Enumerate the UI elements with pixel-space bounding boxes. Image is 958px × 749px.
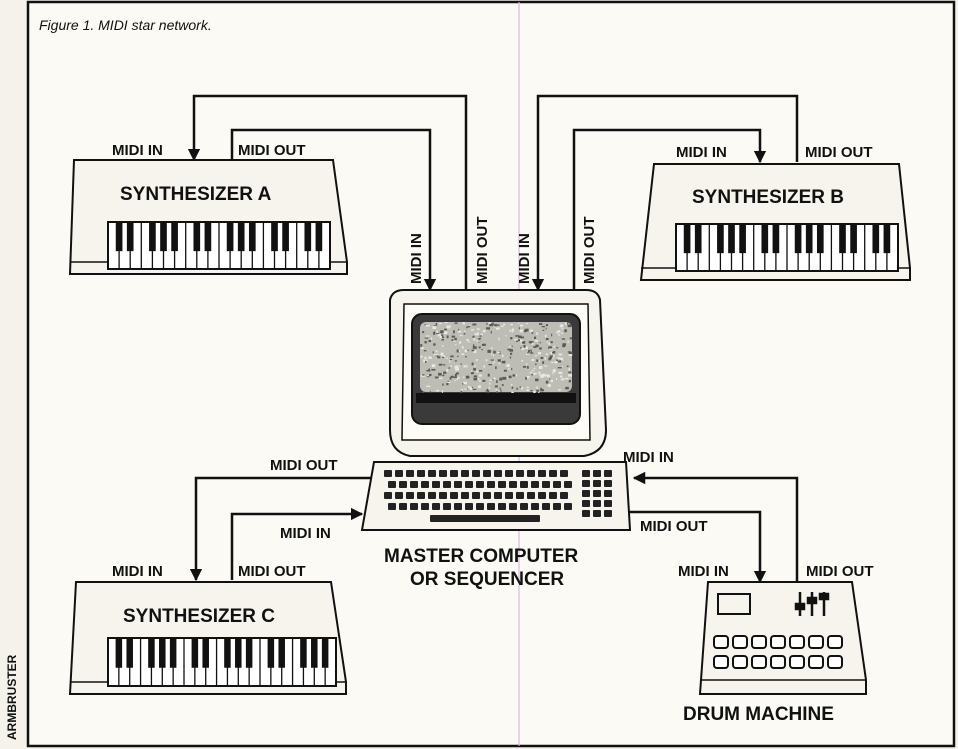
synth-b-midi-out-label: MIDI OUT bbox=[805, 144, 873, 161]
drum-midi-in-label: MIDI IN bbox=[678, 563, 729, 580]
drum-sliders bbox=[796, 592, 828, 616]
synth-b-midi-in-label: MIDI IN bbox=[676, 144, 727, 161]
drum-midi-out-label: MIDI OUT bbox=[806, 563, 874, 580]
synth-c-name: SYNTHESIZER C bbox=[123, 606, 275, 627]
synth-a-name: SYNTHESIZER A bbox=[120, 184, 272, 205]
computer-midi-in-c-label: MIDI IN bbox=[280, 525, 331, 542]
drum-machine bbox=[700, 582, 866, 694]
drum-machine-name: DRUM MACHINE bbox=[683, 704, 834, 725]
computer-midi-in-a-label: MIDI IN bbox=[408, 233, 425, 284]
synth-b-name: SYNTHESIZER B bbox=[692, 187, 844, 208]
figure-caption: Figure 1. MIDI star network. bbox=[39, 17, 212, 33]
synth-b-keyboard bbox=[676, 224, 898, 271]
synthesizer-c bbox=[70, 582, 346, 694]
synth-a-keyboard bbox=[108, 222, 330, 269]
artist-credit: ARMBRUSTER bbox=[5, 654, 19, 740]
computer-midi-in-b-label: MIDI IN bbox=[516, 233, 533, 284]
computer-midi-out-c-label: MIDI OUT bbox=[270, 457, 338, 474]
master-computer-name-line2: OR SEQUENCER bbox=[410, 569, 564, 590]
computer-midi-out-a-label: MIDI OUT bbox=[474, 217, 491, 285]
synth-a-midi-in-label: MIDI IN bbox=[112, 142, 163, 159]
computer-midi-out-b-label: MIDI OUT bbox=[581, 217, 598, 285]
computer-midi-out-drum-label: MIDI OUT bbox=[640, 518, 708, 535]
synth-c-midi-in-label: MIDI IN bbox=[112, 563, 163, 580]
synthesizer-b bbox=[641, 164, 910, 280]
synth-a-midi-out-label: MIDI OUT bbox=[238, 142, 306, 159]
master-computer bbox=[362, 290, 630, 530]
computer-midi-in-drum-label: MIDI IN bbox=[623, 449, 674, 466]
synth-c-midi-out-label: MIDI OUT bbox=[238, 563, 306, 580]
synthesizer-a bbox=[70, 160, 347, 274]
master-computer-name-line1: MASTER COMPUTER bbox=[384, 546, 579, 567]
synth-c-keyboard bbox=[108, 638, 336, 686]
